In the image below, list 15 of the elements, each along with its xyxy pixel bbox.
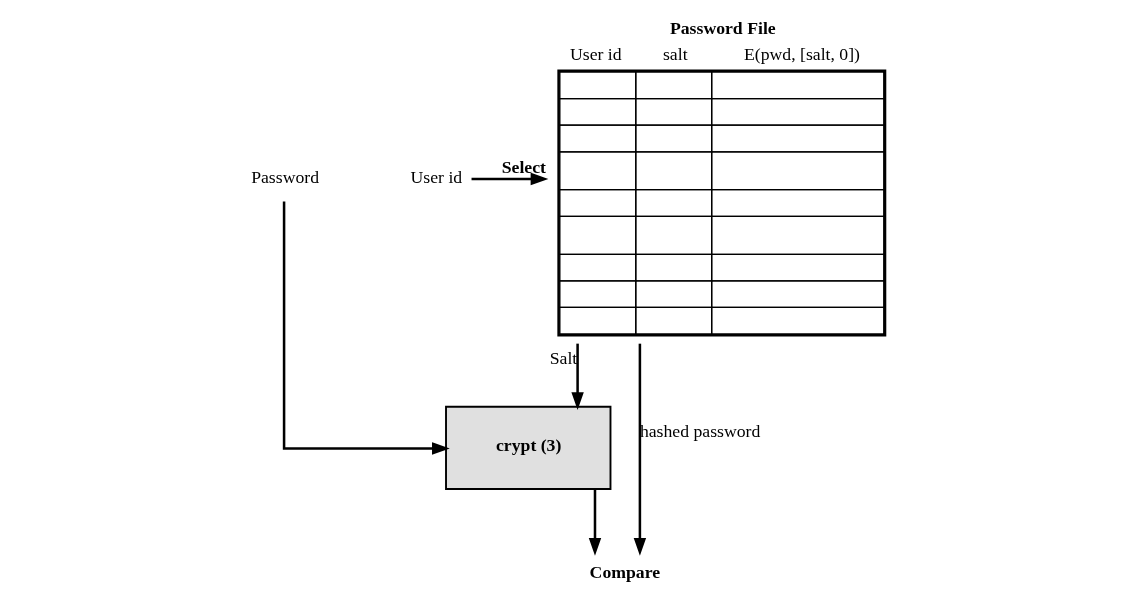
node-text: Password [251, 167, 320, 188]
node-label: User id [570, 43, 622, 64]
node-box: crypt (3) [445, 405, 612, 490]
node-label: E(pwd, [salt, 0]) [743, 43, 860, 64]
arrow [588, 489, 602, 556]
arrow [282, 201, 450, 455]
node-text: Compare [589, 562, 661, 583]
arrow [471, 172, 549, 186]
arrow [633, 343, 647, 556]
edge-label: Select [501, 156, 546, 177]
arrow [571, 343, 584, 411]
node-text: User id [410, 167, 463, 188]
edge-label: hashed password [639, 420, 761, 441]
node-label: Password File [669, 18, 776, 39]
node-label: salt [662, 43, 688, 64]
